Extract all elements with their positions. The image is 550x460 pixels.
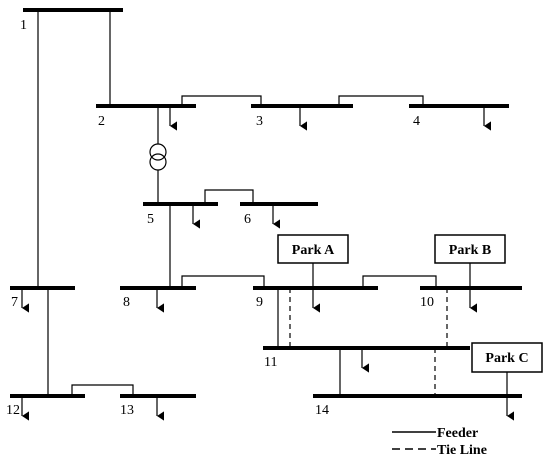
park-c-box: Park C <box>471 342 543 373</box>
feeder-12-13 <box>71 384 134 396</box>
transformer-icon <box>149 143 167 171</box>
bus-label-11: 11 <box>264 355 277 370</box>
park-b-label: Park B <box>449 243 491 258</box>
bus-label-8: 8 <box>123 295 130 310</box>
bus-label-5: 5 <box>147 212 154 227</box>
bus-label-6: 6 <box>244 212 251 227</box>
bus-label-14: 14 <box>315 403 329 418</box>
load-arrows <box>21 106 515 421</box>
bus-label-7: 7 <box>11 295 18 310</box>
feeder-3-4 <box>338 95 424 106</box>
bus-label-3: 3 <box>256 114 263 129</box>
legend-feeder-label: Feeder <box>437 426 478 441</box>
bus-label-9: 9 <box>256 295 263 310</box>
bus-labels: 1 2 3 4 5 6 7 8 9 10 11 12 13 14 <box>6 18 434 418</box>
bus-label-2: 2 <box>98 114 105 129</box>
bus-label-10: 10 <box>420 295 434 310</box>
park-a-box: Park A <box>277 234 349 264</box>
bus-label-4: 4 <box>413 114 420 129</box>
bus-label-1: 1 <box>20 18 27 33</box>
bus-label-12: 12 <box>6 403 20 418</box>
park-b-box: Park B <box>434 234 506 264</box>
feeder-5-6 <box>204 189 254 204</box>
feeder-8-9 <box>181 275 265 288</box>
legend: Feeder Tie Line <box>392 426 487 458</box>
feeder-2-3 <box>181 95 262 106</box>
tie-lines <box>289 288 448 396</box>
legend-tie-line-label: Tie Line <box>437 443 487 458</box>
park-a-label: Park A <box>292 243 335 258</box>
feeder-lines <box>37 10 437 396</box>
feeder-9-10 <box>362 275 437 288</box>
bus-label-13: 13 <box>120 403 134 418</box>
bus-bars <box>10 8 522 398</box>
park-c-label: Park C <box>485 351 528 366</box>
